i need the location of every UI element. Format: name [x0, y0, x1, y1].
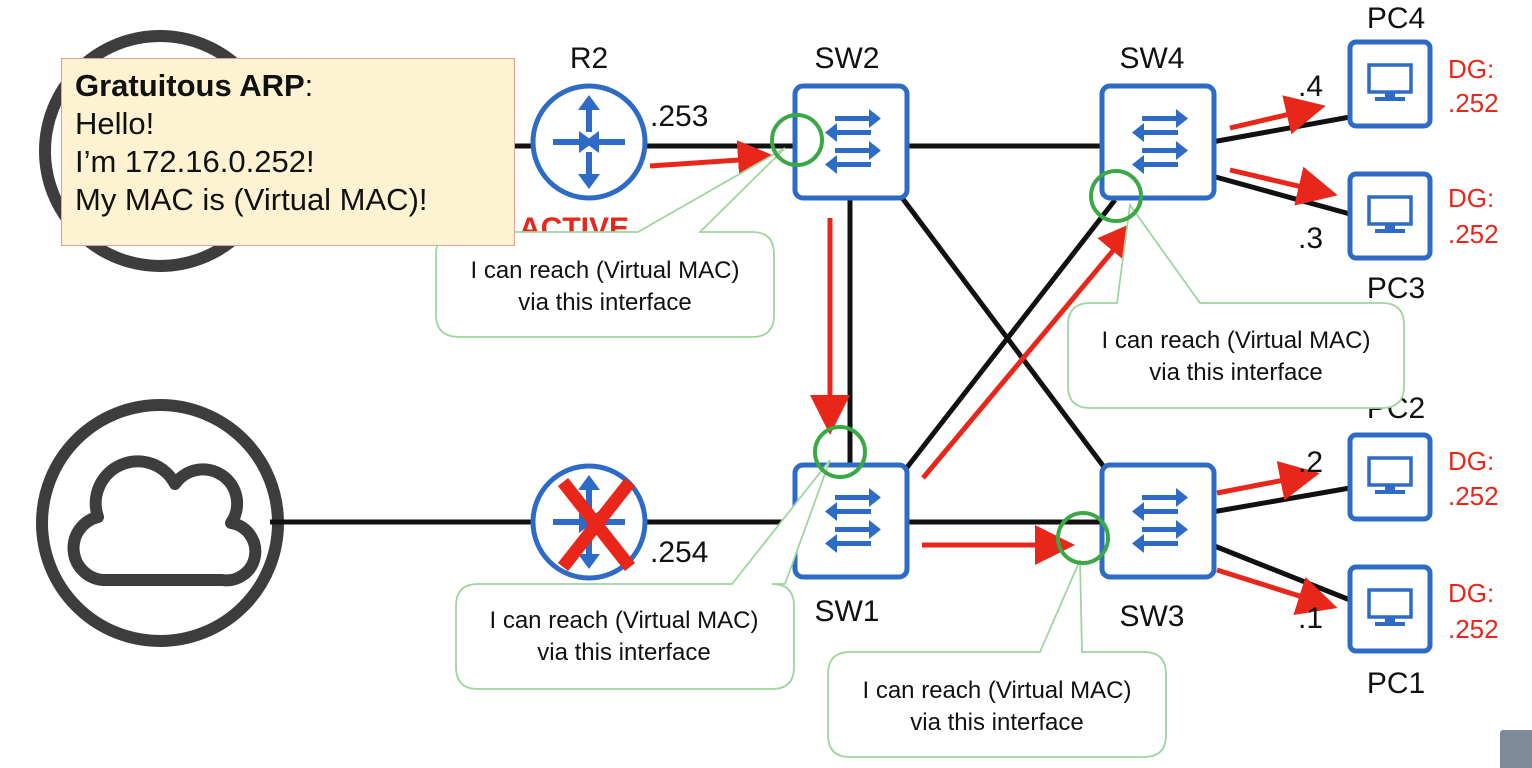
- callout-sw1: I can reach (Virtual MAC) via this inter…: [455, 459, 831, 690]
- pc1-dg-label: DG:: [1448, 578, 1494, 608]
- arrow-sw4-pc3: [1229, 166, 1338, 206]
- interface-highlights: [770, 113, 1143, 565]
- pc3-ip-label: .3: [1298, 222, 1323, 255]
- r2-label: R2: [570, 42, 608, 75]
- sw1-label: SW1: [814, 595, 879, 628]
- link-sw4-pc3: [1211, 173, 1351, 217]
- callout-sw3: I can reach (Virtual MAC) via this inter…: [827, 559, 1167, 758]
- callout-sw2: I can reach (Virtual MAC) via this inter…: [435, 147, 786, 338]
- pc3-dg-value: .252: [1448, 219, 1499, 249]
- pc3-dg-label: DG:: [1448, 183, 1494, 213]
- highlight-sw1-port: [813, 425, 867, 479]
- link-sw1-sw4: [903, 198, 1117, 472]
- corner-logo-icon: [1500, 730, 1532, 768]
- gratuitous-arp-colon: :: [304, 68, 314, 103]
- switch-icon-sw3: [1102, 465, 1214, 577]
- pc2-dg-label: DG:: [1448, 446, 1494, 476]
- pc-icon-pc1: [1350, 567, 1430, 651]
- callout-sw3-line1: I can reach (Virtual MAC): [863, 677, 1132, 704]
- gratuitous-arp-line3: My MAC is (Virtual MAC)!: [75, 182, 428, 217]
- failed-x-icon: [557, 477, 636, 572]
- pc-icon-pc3: [1350, 174, 1430, 258]
- frame-flow-arrows: [649, 95, 1338, 616]
- link-sw4-pc4: [1211, 114, 1351, 145]
- r1-ip-label: .254: [650, 536, 708, 569]
- pc4-dg-label: DG:: [1448, 54, 1494, 84]
- highlight-sw3-port: [1056, 511, 1110, 565]
- internet-cloud-icon: [36, 399, 284, 647]
- switch-icon-sw2: [795, 86, 907, 198]
- pc1-dg-value: .252: [1448, 614, 1499, 644]
- switch-icon-sw4: [1102, 86, 1214, 198]
- pc-icon-pc4: [1350, 42, 1430, 126]
- arrow-sw4-pc4: [1229, 95, 1326, 135]
- callout-sw1-line1: I can reach (Virtual MAC): [490, 607, 759, 634]
- link-sw2-sw3: [898, 193, 1112, 477]
- pc3-label: PC3: [1367, 272, 1425, 305]
- callout-sw3-line2: via this interface: [910, 709, 1083, 736]
- pc1-label: PC1: [1367, 667, 1425, 700]
- highlight-sw4-port: [1089, 169, 1143, 223]
- pc2-dg-value: .252: [1448, 481, 1499, 511]
- arrow-r2-sw2: [649, 140, 778, 180]
- callout-sw4-line1: I can reach (Virtual MAC): [1102, 327, 1371, 354]
- highlight-sw2-port: [770, 113, 824, 167]
- callout-sw4: I can reach (Virtual MAC) via this inter…: [1067, 202, 1405, 409]
- arrow-sw3-pc2: [1216, 461, 1320, 501]
- sw4-label: SW4: [1119, 42, 1184, 75]
- sw2-label: SW2: [814, 42, 879, 75]
- gratuitous-arp-box: Gratuitous ARP: Hello! I’m 172.16.0.252!…: [61, 58, 515, 246]
- callout-sw1-line2: via this interface: [537, 639, 710, 666]
- gratuitous-arp-line2: I’m 172.16.0.252!: [75, 144, 315, 179]
- callout-sw2-line1: I can reach (Virtual MAC): [471, 257, 740, 284]
- pc-icon-pc2: [1350, 435, 1430, 519]
- callout-sw4-line2: via this interface: [1149, 359, 1322, 386]
- callout-sw2-line2: via this interface: [518, 289, 691, 316]
- pc2-ip-label: .2: [1298, 446, 1323, 479]
- r2-ip-label: .253: [650, 100, 708, 133]
- sw3-label: SW3: [1119, 600, 1184, 633]
- gratuitous-arp-line1: Hello!: [75, 106, 155, 141]
- router-icon-r2: [533, 86, 645, 198]
- arrow-sw1-sw4: [921, 220, 1139, 480]
- pc1-ip-label: .1: [1298, 602, 1323, 635]
- arrow-sw3-pc1: [1216, 567, 1338, 616]
- pc4-label: PC4: [1367, 2, 1425, 35]
- pc4-dg-value: .252: [1448, 88, 1499, 118]
- gratuitous-arp-title-line: Gratuitous ARP:: [75, 67, 514, 105]
- pc4-ip-label: .4: [1298, 70, 1323, 103]
- gratuitous-arp-title: Gratuitous ARP: [75, 68, 305, 103]
